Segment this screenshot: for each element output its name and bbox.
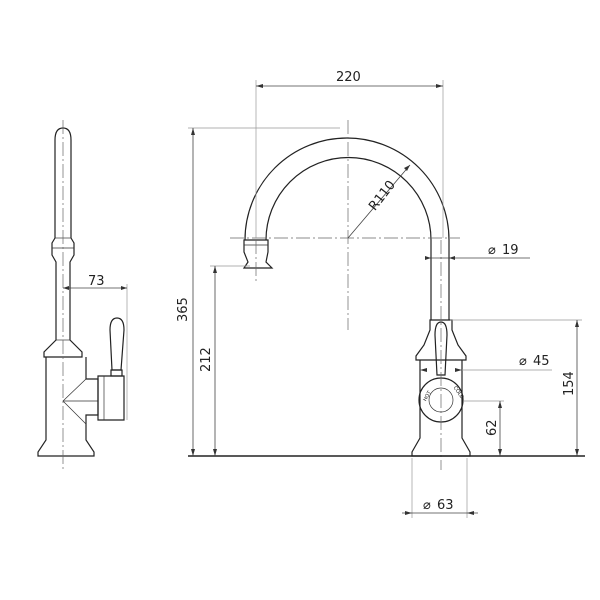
svg-text:45: 45	[533, 354, 550, 369]
svg-text:212: 212	[199, 347, 214, 372]
svg-text:62: 62	[485, 419, 500, 436]
svg-text:⌀: ⌀	[519, 354, 527, 369]
side-view: 73	[37, 120, 128, 470]
dim-handle-projection: 73	[88, 274, 105, 289]
diameter-symbol: ⌀	[488, 243, 496, 258]
front-view: HOT COLD R110	[230, 120, 471, 470]
svg-text:19: 19	[502, 243, 519, 258]
svg-text:365: 365	[176, 297, 191, 322]
dim-overall-height: 365	[176, 127, 340, 456]
dim-reach: 220	[255, 70, 444, 238]
svg-text:⌀: ⌀	[423, 498, 431, 513]
dim-outlet-height: 212	[199, 265, 250, 456]
dim-spout-diameter: ⌀ 19	[425, 243, 530, 260]
label-cold: COLD	[452, 385, 465, 400]
svg-text:220: 220	[336, 70, 361, 85]
svg-text:63: 63	[437, 498, 454, 513]
dim-body-diameter: ⌀ 45	[420, 354, 552, 372]
dim-base-diameter: ⌀ 63	[402, 458, 478, 518]
svg-text:154: 154	[562, 371, 577, 396]
dim-axis-height: 62	[464, 400, 504, 456]
label-hot: HOT	[422, 389, 433, 402]
dim-handle-height: 154	[450, 319, 582, 456]
